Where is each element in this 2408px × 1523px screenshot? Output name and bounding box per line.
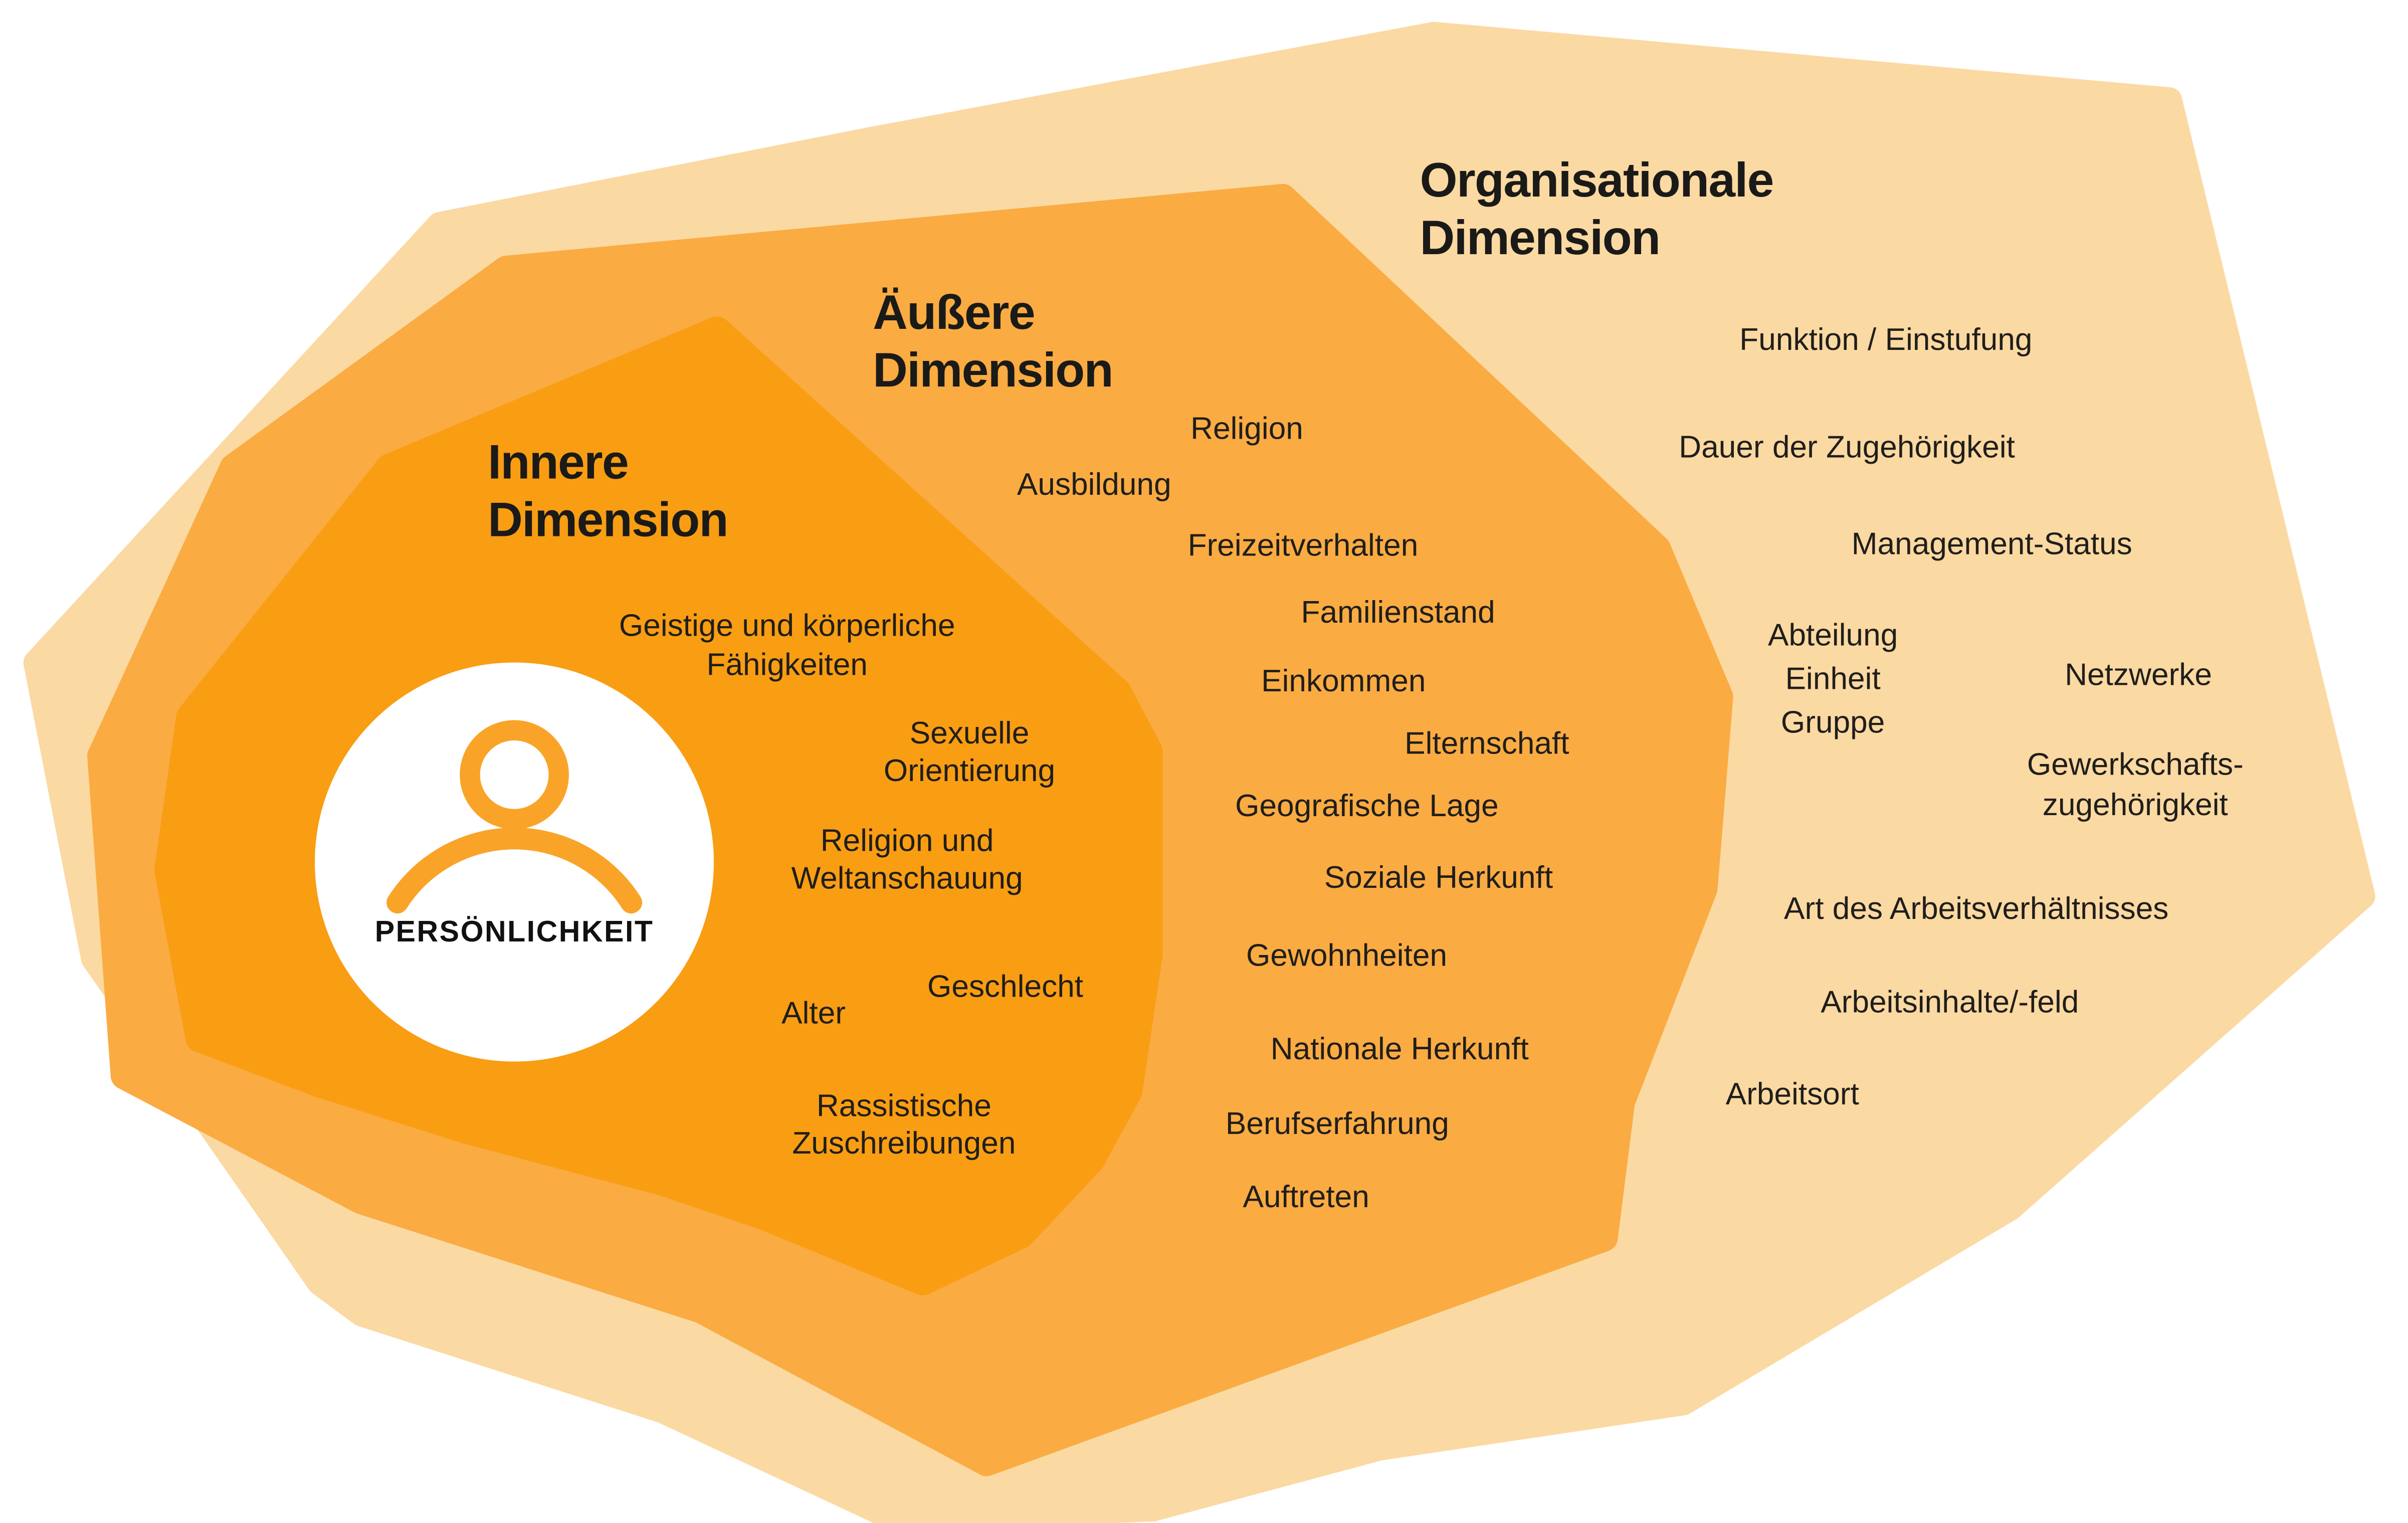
inner-dimension-title: Innere Dimension bbox=[488, 435, 728, 547]
label-arbeitsinhalte-feld: Arbeitsinhalte/-feld bbox=[1821, 986, 2079, 1021]
label-ausbildung: Ausbildung bbox=[1017, 468, 1171, 503]
label-geistige-koerperliche-faehigkeiten: Geistige und körperliche Fähigkeiten bbox=[619, 609, 955, 683]
label-dauer-der-zugehoerigkeit: Dauer der Zugehörigkeit bbox=[1679, 431, 2015, 466]
label-netzwerke: Netzwerke bbox=[2065, 658, 2212, 693]
outer-dimension-title: Äußere Dimension bbox=[873, 285, 1113, 398]
label-elternschaft: Elternschaft bbox=[1404, 727, 1569, 762]
label-arbeitsort: Arbeitsort bbox=[1725, 1078, 1859, 1112]
label-nationale-herkunft: Nationale Herkunft bbox=[1270, 1032, 1529, 1067]
label-religion: Religion bbox=[1190, 412, 1303, 447]
label-gewohnheiten: Gewohnheiten bbox=[1246, 939, 1448, 974]
label-geografische-lage: Geografische Lage bbox=[1235, 789, 1499, 824]
label-gewerkschaftszugehoerigkeit: Gewerkschafts- zugehörigkeit bbox=[2027, 748, 2244, 823]
label-berufserfahrung: Berufserfahrung bbox=[1225, 1107, 1449, 1142]
label-geschlecht: Geschlecht bbox=[927, 970, 1084, 1005]
label-funktion-einstufung: Funktion / Einstufung bbox=[1739, 323, 2033, 358]
label-abteilung-einheit-gruppe: Abteilung Einheit Gruppe bbox=[1767, 619, 1898, 740]
label-alter: Alter bbox=[781, 997, 846, 1031]
label-auftreten: Auftreten bbox=[1243, 1181, 1369, 1215]
organisational-dimension-title: Organisationale Dimension bbox=[1420, 152, 1774, 265]
personality-label: PERSÖNLICHKEIT bbox=[374, 916, 654, 949]
person-icon bbox=[386, 720, 643, 914]
label-soziale-herkunft: Soziale Herkunft bbox=[1324, 861, 1553, 896]
label-religion-weltanschauung: Religion und Weltanschauung bbox=[791, 824, 1023, 896]
label-freizeitverhalten: Freizeitverhalten bbox=[1187, 529, 1419, 564]
label-einkommen: Einkommen bbox=[1261, 665, 1426, 699]
label-management-status: Management-Status bbox=[1851, 527, 2132, 562]
personality-circle bbox=[315, 662, 714, 1062]
label-familienstand: Familienstand bbox=[1301, 596, 1495, 631]
label-sexuelle-orientierung: Sexuelle Orientierung bbox=[883, 717, 1056, 789]
label-rassistische-zuschreibungen: Rassistische Zuschreibungen bbox=[792, 1089, 1016, 1162]
label-art-des-arbeitsverhaeltnisses: Art des Arbeitsverhältnisses bbox=[1784, 892, 2169, 927]
